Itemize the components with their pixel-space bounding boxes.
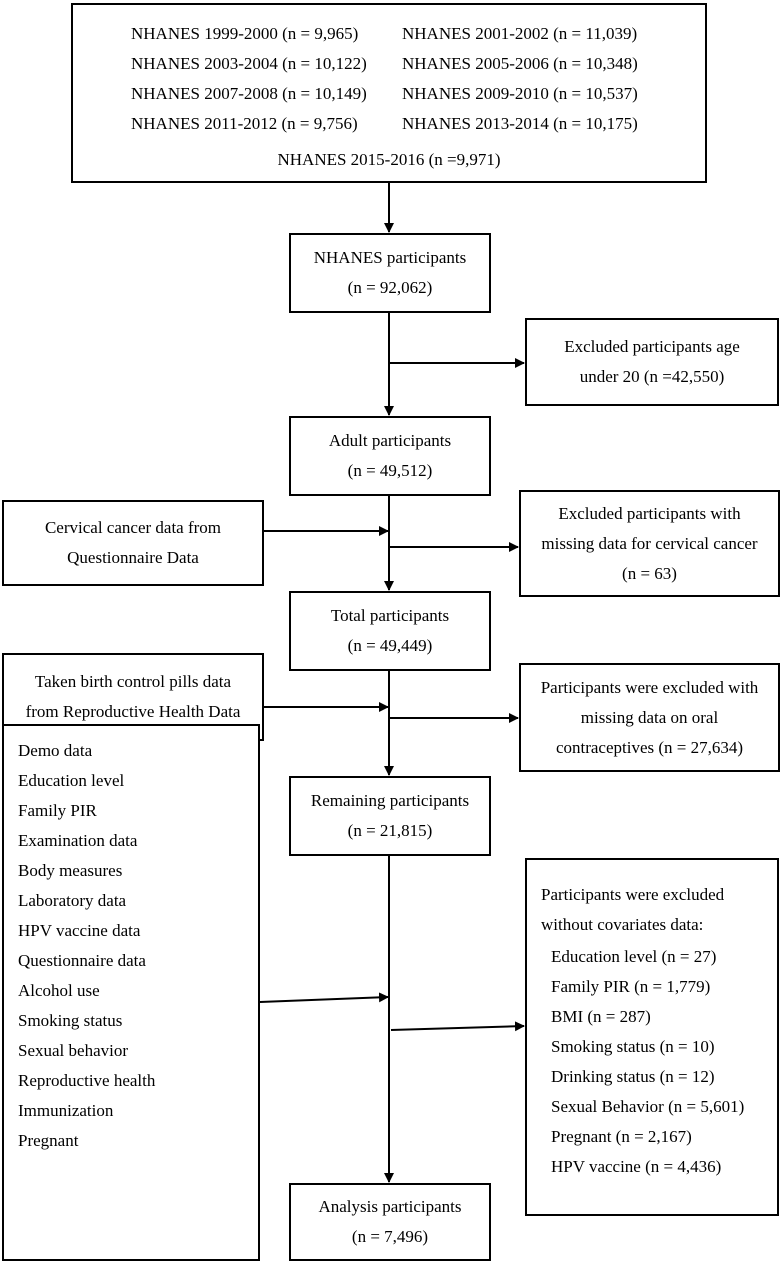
cohort-item: NHANES 2003-2004 (n = 10,122) xyxy=(131,54,367,73)
stage-count: (n = 49,449) xyxy=(347,636,433,655)
arrow-to-excluded-covariates xyxy=(390,1021,525,1032)
exclusion-line: Participants were excluded with xyxy=(540,677,759,697)
cohort-item: NHANES 1999-2000 (n = 9,965) xyxy=(131,24,359,43)
cohort-item: NHANES 2007-2008 (n = 10,149) xyxy=(131,84,367,103)
list-item: Pregnant xyxy=(18,1131,79,1150)
adult-participants-box: Adult participants (n = 49,512) xyxy=(289,416,491,496)
stage-count: (n = 7,496) xyxy=(351,1227,429,1246)
list-item: Examination data xyxy=(18,831,138,850)
list-item: Immunization xyxy=(18,1101,114,1120)
stage-label: NHANES participants xyxy=(313,248,467,267)
cohort-row: NHANES 2007-2008 (n = 10,149) NHANES 200… xyxy=(131,79,638,109)
source-line: Taken birth control pills data xyxy=(34,672,232,691)
source-line: Cervical cancer data from xyxy=(44,518,222,537)
variables-source-box: Demo data Education level Family PIR Exa… xyxy=(2,724,260,1261)
list-item: Pregnant (n = 2,167) xyxy=(551,1127,692,1146)
list-item: Family PIR xyxy=(18,801,97,820)
list-item: Smoking status xyxy=(18,1011,123,1030)
list-item: Laboratory data xyxy=(18,891,127,910)
stage-label: Analysis participants xyxy=(318,1197,462,1216)
exclusion-line: (n = 63) xyxy=(622,563,677,583)
stage-label: Total participants xyxy=(330,606,450,625)
variables-list: Demo data Education level Family PIR Exa… xyxy=(18,736,155,1156)
excluded-oral-contraceptives-box: Participants were excluded with missing … xyxy=(519,663,780,772)
list-item: Education level (n = 27) xyxy=(551,947,717,966)
list-item: BMI (n = 287) xyxy=(551,1007,651,1026)
list-item: Alcohol use xyxy=(18,981,100,1000)
stage-count: (n = 92,062) xyxy=(347,278,433,297)
list-item: Education level xyxy=(18,771,125,790)
cohort-item: NHANES 2005-2006 (n = 10,348) xyxy=(402,54,638,73)
exclusion-line: missing data for cervical cancer xyxy=(541,533,758,553)
excluded-covariates-box: Participants were excluded without covar… xyxy=(525,858,779,1216)
stage-label: Remaining participants xyxy=(310,791,470,810)
list-item: HPV vaccine (n = 4,436) xyxy=(551,1157,722,1176)
remaining-participants-box: Remaining participants (n = 21,815) xyxy=(289,776,491,856)
exclusion-line: under 20 (n =42,550) xyxy=(579,367,725,386)
arrow-variables-source-in xyxy=(259,992,389,1003)
covariates-header: Participants were excluded without covar… xyxy=(541,880,724,940)
list-item: Body measures xyxy=(18,861,123,880)
stage-count: (n = 49,512) xyxy=(347,461,433,480)
list-item: Drinking status (n = 12) xyxy=(551,1067,715,1086)
cohort-box: NHANES 1999-2000 (n = 9,965) NHANES 2001… xyxy=(71,3,707,183)
stage-count: (n = 21,815) xyxy=(347,821,433,840)
cohort-item-last: NHANES 2015-2016 (n =9,971) xyxy=(277,150,501,169)
source-line: from Reproductive Health Data xyxy=(25,702,241,721)
cohort-item: NHANES 2009-2010 (n = 10,537) xyxy=(402,84,638,103)
excluded-cervical-box: Excluded participants with missing data … xyxy=(519,490,780,597)
cohort-row: NHANES 2003-2004 (n = 10,122) NHANES 200… xyxy=(131,49,638,79)
exclusion-line: Participants were excluded xyxy=(541,885,725,904)
list-item: Smoking status (n = 10) xyxy=(551,1037,715,1056)
cohort-row: NHANES 2011-2012 (n = 9,756) NHANES 2013… xyxy=(131,109,638,139)
cohort-row: NHANES 1999-2000 (n = 9,965) NHANES 2001… xyxy=(131,19,638,49)
list-item: Questionnaire data xyxy=(18,951,146,970)
source-line: Questionnaire Data xyxy=(67,548,199,567)
cohort-item: NHANES 2001-2002 (n = 11,039) xyxy=(402,24,638,43)
analysis-participants-box: Analysis participants (n = 7,496) xyxy=(289,1183,491,1261)
list-item: Reproductive health xyxy=(18,1071,156,1090)
list-item: Demo data xyxy=(18,741,93,760)
total-participants-box: Total participants (n = 49,449) xyxy=(289,591,491,671)
list-item: Sexual behavior xyxy=(18,1041,128,1060)
exclusion-line: Excluded participants age xyxy=(564,337,740,356)
nhanes-participants-box: NHANES participants (n = 92,062) xyxy=(289,233,491,313)
cohort-item: NHANES 2013-2014 (n = 10,175) xyxy=(402,114,638,133)
exclusion-line: contraceptives (n = 27,634) xyxy=(555,737,744,757)
covariates-list: Education level (n = 27) Family PIR (n =… xyxy=(551,942,744,1182)
list-item: Sexual Behavior (n = 5,601) xyxy=(551,1097,745,1116)
list-item: Family PIR (n = 1,779) xyxy=(551,977,711,996)
list-item: HPV vaccine data xyxy=(18,921,141,940)
stage-label: Adult participants xyxy=(328,431,452,450)
exclusion-line: without covariates data: xyxy=(541,915,704,934)
excluded-age-box: Excluded participants age under 20 (n =4… xyxy=(525,318,779,406)
cervical-source-box: Cervical cancer data from Questionnaire … xyxy=(2,500,264,586)
exclusion-line: missing data on oral xyxy=(580,707,719,727)
cohort-item: NHANES 2011-2012 (n = 9,756) xyxy=(131,114,358,133)
exclusion-line: Excluded participants with xyxy=(558,503,741,523)
cohort-grid: NHANES 1999-2000 (n = 9,965) NHANES 2001… xyxy=(131,19,638,139)
